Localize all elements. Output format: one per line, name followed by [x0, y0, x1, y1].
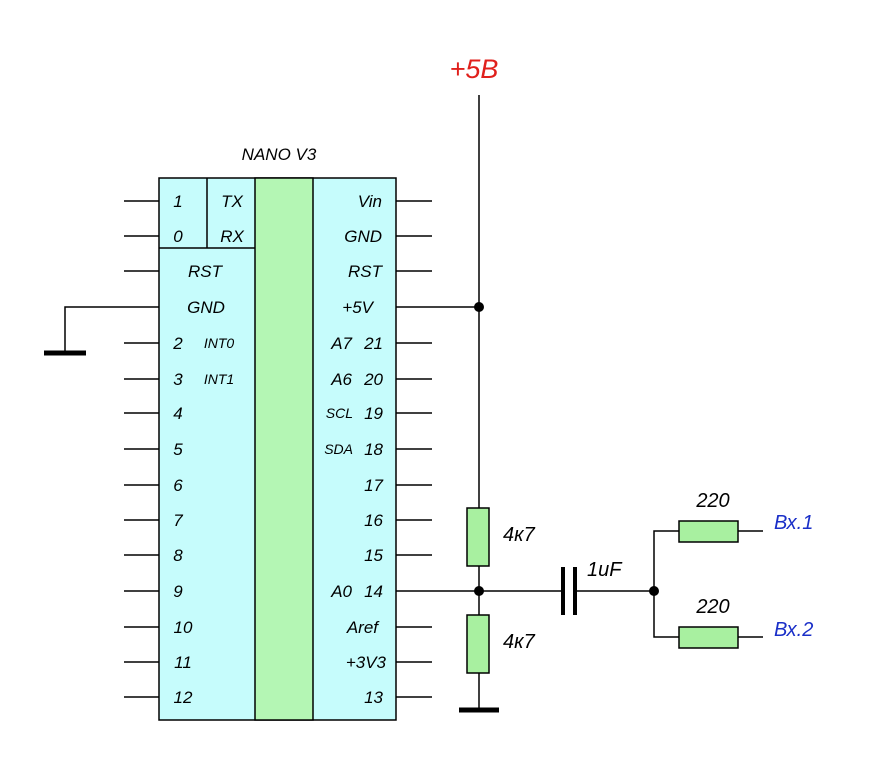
pin-label-21: 21: [363, 334, 383, 353]
chip-center-strip: [254, 177, 314, 721]
pin-label-4: 4: [173, 404, 182, 423]
pin-label-2: 2: [172, 334, 183, 353]
pin-label-gnd-right: GND: [344, 227, 382, 246]
resistor-bottom-label: 4к7: [503, 631, 536, 653]
pin-label-6: 6: [173, 476, 183, 495]
input2-branch-wire: [653, 591, 679, 638]
left-pin-leads: [124, 200, 159, 698]
pin-label-0: 0: [173, 227, 183, 246]
pin-label-sda: SDA: [324, 441, 353, 457]
pin-label-1: 1: [173, 192, 182, 211]
pin-label-a0: A0: [330, 582, 352, 601]
resistor-bottom: [466, 614, 490, 674]
pin-label-12: 12: [174, 688, 193, 707]
pin-label-19: 19: [364, 404, 383, 423]
pin-label-rx: RX: [220, 227, 244, 246]
pin-label-17: 17: [364, 476, 383, 495]
capacitor-label: 1uF: [587, 559, 623, 581]
chip-title: NANO V3: [242, 145, 317, 164]
pin-label-rst-left: RST: [188, 262, 224, 281]
input2-label: Вх.2: [774, 619, 813, 641]
pin-label-14: 14: [364, 582, 383, 601]
resistor-top-label: 4к7: [503, 524, 536, 546]
pin-label-13: 13: [364, 688, 383, 707]
pin-label-15: 15: [364, 546, 383, 565]
junction-5v: [474, 302, 484, 312]
pin-label-gnd-left: GND: [187, 298, 225, 317]
pin-label-5v: +5V: [342, 298, 374, 317]
resistor-top: [466, 507, 490, 567]
pin-label-7: 7: [173, 511, 183, 530]
resistor-input1-label: 220: [695, 490, 729, 512]
pin-label-vin: Vin: [358, 192, 382, 211]
resistor-input1: [678, 520, 739, 543]
input1-label: Вх.1: [774, 512, 813, 534]
pin-label-3v3: +3V3: [346, 653, 387, 672]
pin-label-16: 16: [364, 511, 383, 530]
pin-label-11: 11: [174, 653, 192, 672]
pin-label-8: 8: [173, 546, 183, 565]
pin-label-int0: INT0: [204, 335, 235, 351]
input1-branch-wire: [653, 530, 679, 591]
pin-label-a6: A6: [330, 370, 352, 389]
gnd-wire: [64, 306, 159, 352]
pin-label-scl: SCL: [326, 405, 353, 421]
right-pin-leads: [396, 200, 432, 698]
pin-label-9: 9: [173, 582, 183, 601]
pin-label-a7: A7: [330, 334, 352, 353]
pin-label-18: 18: [364, 440, 383, 459]
pin-label-aref: Aref: [346, 618, 380, 637]
pin-label-3: 3: [173, 370, 183, 389]
pin-label-5: 5: [173, 440, 183, 459]
pin-label-int1: INT1: [204, 371, 234, 387]
pin-label-20: 20: [363, 370, 383, 389]
resistor-input2: [678, 626, 739, 649]
pin-label-tx: TX: [221, 192, 243, 211]
pin-label-10: 10: [174, 618, 193, 637]
resistor-input2-label: 220: [695, 596, 729, 618]
supply-label: +5В: [450, 54, 499, 84]
pin-label-rst-right: RST: [348, 262, 384, 281]
